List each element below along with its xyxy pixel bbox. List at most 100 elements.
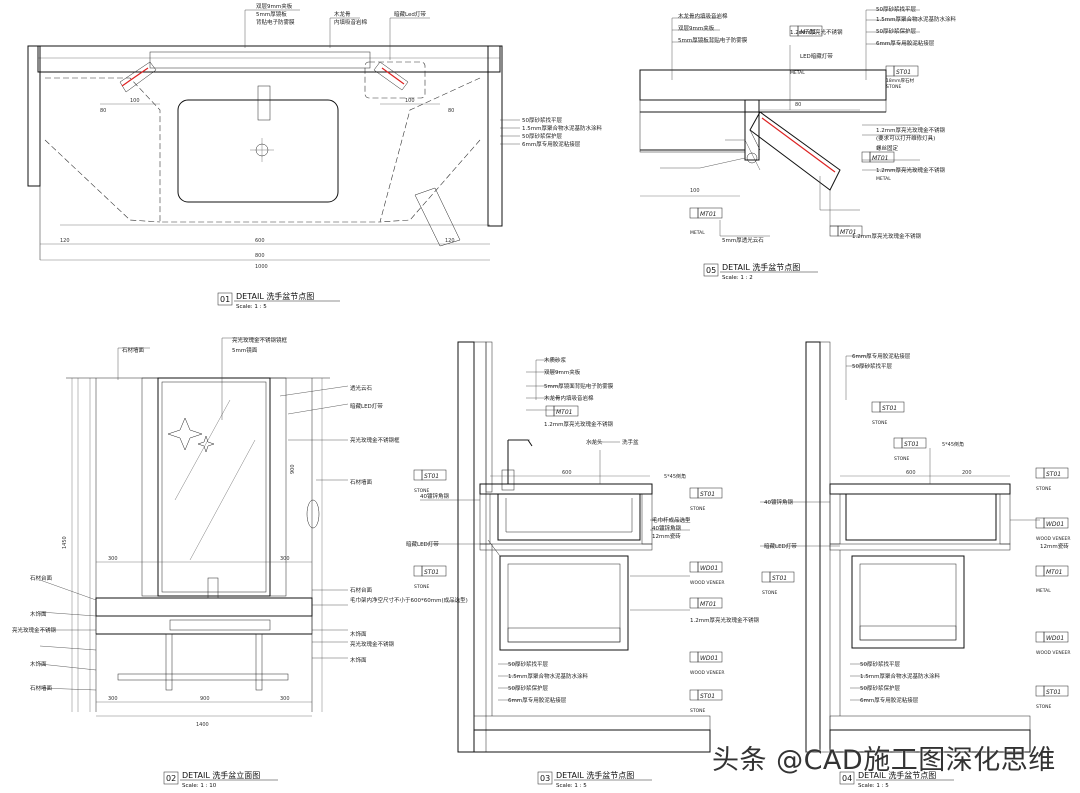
note-text: 6mm厚专用胶泥粘接层 xyxy=(876,39,935,47)
tag-stone: ST01 STONE xyxy=(1035,467,1069,492)
dim-label: 80 xyxy=(795,102,801,108)
note-text: 木饰面 xyxy=(30,660,47,668)
tag-material: STONE xyxy=(894,456,910,462)
detail-03-notes: 木质砂浆 双层9mm夹板 5mm厚镜面背贴电子防雾膜 木龙骨内填吸音岩棉 1.2… xyxy=(406,356,759,704)
tag-stone: ST01 STONE xyxy=(413,565,447,590)
note-text: 双层9mm夹板 xyxy=(678,24,715,32)
dim-label: 600 xyxy=(906,470,916,476)
note-text: 50厚砂浆保护层 xyxy=(508,684,548,692)
dim-label: 5*45倒角 xyxy=(664,473,686,480)
note-text: 木质砂浆 xyxy=(544,356,567,364)
tag-stone: ST01 STONE xyxy=(1035,685,1069,710)
note-text: 螺丝固定 xyxy=(876,144,899,152)
note-text: 6mm厚专用胶泥粘接层 xyxy=(508,696,567,704)
dim-label: 600 xyxy=(562,470,572,476)
tag-material: STONE xyxy=(886,84,902,90)
detail-02-notes: 石材墙面 亮光玫瑰金不锈钢镜框 5mm镜面 透光云石 暗藏LED灯带 亮光玫瑰金… xyxy=(12,336,468,692)
detail-number: 04 xyxy=(842,774,852,783)
note-text: 亮光玫瑰金不锈钢镜框 xyxy=(232,336,288,344)
tag-code: ST01 xyxy=(700,693,715,700)
detail-04-dims: 5*45倒角 600 200 xyxy=(906,441,972,476)
note-text: 石材墙面 xyxy=(350,478,373,486)
dim-label: 900 xyxy=(200,696,210,702)
note-text: 1.5mm厚聚合物水泥基防水涂料 xyxy=(876,15,956,23)
dim-label: 100 xyxy=(690,188,700,194)
detail-title: DETAIL 洗手盆节点图 xyxy=(556,770,634,780)
tag-code: WD01 xyxy=(1046,635,1064,642)
note-text: 洗手盆 xyxy=(622,438,639,446)
note-text: 12mm瓷砖 xyxy=(1040,542,1069,550)
dim-label: 300 xyxy=(108,556,118,562)
note-text: 暗藏LED灯带 xyxy=(764,542,797,550)
detail-number: 02 xyxy=(166,774,176,783)
note-text: 内填吸音岩棉 xyxy=(334,18,368,26)
dim-label: 800 xyxy=(255,253,265,259)
tag-material: METAL xyxy=(690,230,705,236)
note-text: 50厚砂浆保护层 xyxy=(876,27,916,35)
tag-metal: MT01 xyxy=(689,597,723,609)
note-text: 6mm厚专用胶泥粘接层 xyxy=(860,696,919,704)
tag-code: WD01 xyxy=(1046,521,1064,528)
tag-material: STONE xyxy=(414,488,430,494)
tag-material: STONE xyxy=(1036,704,1052,710)
note-text: 双层9mm夹板 xyxy=(256,2,293,10)
note-text: 透光云石 xyxy=(350,384,373,392)
tag-code: WD01 xyxy=(700,565,718,572)
tag-material: METAL xyxy=(1036,588,1051,594)
note-text: 50厚砂浆找平层 xyxy=(522,116,562,124)
note-text: 5mm厚镜面背贴电子防雾膜 xyxy=(544,382,614,390)
note-text: 50厚砂浆保护层 xyxy=(522,132,562,140)
tag-stone: ST01 STONE xyxy=(761,571,795,596)
detail-01-notes: 双层9mm夹板 5mm厚镜板 背贴电子防雾膜 木龙骨 内填吸音岩棉 暗藏Led灯… xyxy=(256,2,602,148)
tag-wood: WD01 WOOD VENEER xyxy=(1035,631,1071,656)
note-text: 5mm厚镜板 xyxy=(256,10,287,18)
detail-scale: Scale: 1 : 2 xyxy=(722,275,753,281)
detail-03-title: 03 DETAIL 洗手盆节点图 Scale: 1 : 5 xyxy=(537,770,652,789)
note-text: 毛巾架内净空尺寸不小于600*60mm(成品选型) xyxy=(350,596,468,604)
note-text: 40镀锌角钢 xyxy=(764,498,793,506)
note-text: 石材墙面 xyxy=(30,684,53,692)
detail-05-dims: 80 100 xyxy=(690,102,801,194)
tag-material: STONE xyxy=(1036,486,1052,492)
note-text: (要求可以打开维修灯具) xyxy=(876,134,935,142)
detail-03-dims: 600 5*45倒角 xyxy=(562,470,686,480)
detail-title: DETAIL 洗手盆节点图 xyxy=(722,262,800,272)
tag-metal: MT01 METAL xyxy=(789,25,823,76)
note-text: 1.2mm厚亮光玫瑰金不锈钢 xyxy=(876,166,945,174)
tag-code: ST01 xyxy=(772,575,787,582)
tag-material: WOOD VENEER xyxy=(1036,650,1071,656)
note-text: 背贴电子防雾膜 xyxy=(256,18,295,26)
note-text: 1.2mm厚亮光玫瑰金不锈钢 xyxy=(876,126,945,134)
note-text: 6mm厚专用胶泥粘接层 xyxy=(522,140,581,148)
detail-03-section: 600 5*45倒角 木质砂浆 双层9mm夹板 5mm厚镜面背贴电子防雾膜 木龙… xyxy=(406,341,759,789)
dim-label: 100 xyxy=(405,98,415,104)
tag-material: METAL xyxy=(876,176,891,182)
note-text: 50厚砂浆找平层 xyxy=(852,362,892,370)
tag-metal: MT01 xyxy=(545,405,579,417)
tag-code: MT01 xyxy=(700,601,716,608)
note-text: LED暗藏灯带 xyxy=(800,52,833,60)
note-text: 毛巾杆成品选型 xyxy=(652,516,691,524)
tag-wood: WD01 WOOD VENEER xyxy=(689,561,725,586)
note-text: 木饰面 xyxy=(350,656,367,664)
tag-wood: WD01 WOOD VENEER xyxy=(1035,517,1071,542)
tag-metal: MT01 METAL xyxy=(861,151,895,182)
detail-04-notes: 6mm厚专用胶泥粘接层 50厚砂浆找平层 40镀锌角钢 暗藏LED灯带 12mm… xyxy=(764,352,1069,704)
detail-scale: Scale: 1 : 5 xyxy=(556,783,587,789)
note-text: 6mm厚专用胶泥粘接层 xyxy=(852,352,911,360)
dim-label: 80 xyxy=(448,108,454,114)
detail-05-notes: 木龙骨内填吸音岩棉 双层9mm夹板 5mm厚镜板背贴电子防雾膜 1.2mm厚亮光… xyxy=(678,5,956,244)
tag-code: WD01 xyxy=(700,655,718,662)
tag-material: STONE xyxy=(762,590,778,596)
note-text: 木龙骨 xyxy=(334,10,351,18)
tag-code: MT01 xyxy=(700,211,716,218)
note-text: 亮光玫瑰金不锈钢 xyxy=(350,640,395,648)
dim-label: 300 xyxy=(108,696,118,702)
dim-label: 300 xyxy=(280,696,290,702)
detail-05-title: 05 DETAIL 洗手盆节点图 Scale: 1 : 2 xyxy=(703,262,818,281)
note-text: 木龙骨内填吸音岩棉 xyxy=(678,12,728,20)
note-text: 40镀锌角钢 xyxy=(652,524,681,532)
tag-metal: MT01 METAL xyxy=(689,207,723,236)
note-text: 50厚砂浆找平层 xyxy=(876,5,916,13)
tag-material: STONE xyxy=(690,708,706,714)
